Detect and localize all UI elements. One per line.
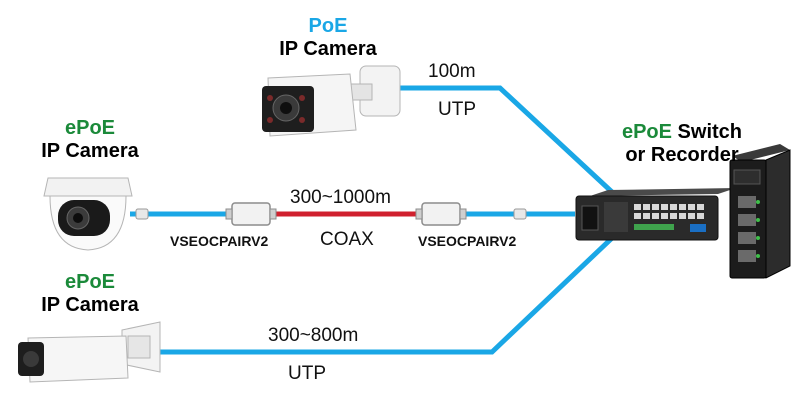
camera-name: IP Camera (41, 140, 139, 162)
camera-title-epoe-dome: ePoE IP Camera (30, 118, 150, 161)
recorder-icon (575, 188, 736, 241)
switch-label-line2: or Recorder (625, 144, 739, 166)
link-medium-top: UTP (438, 99, 476, 120)
switch-prefix: ePoE (621, 121, 672, 143)
camera-name: IP Camera (41, 294, 139, 316)
switch-title: ePoE Switch or Recorder (598, 122, 766, 165)
rj45-plug-icon (135, 208, 149, 220)
camera-prefix: ePoE (64, 117, 116, 139)
camera-prefix: PoE (308, 15, 348, 37)
din-switch-icon (729, 144, 791, 279)
switch-label: Switch (672, 121, 743, 143)
bullet-camera-icon (262, 65, 401, 137)
adapter-label-left: VSEOCPAIRV2 (170, 233, 269, 249)
camera-title-poe: PoE IP Camera (268, 16, 388, 59)
camera-title-epoe-bullet: ePoE IP Camera (30, 272, 150, 315)
dome-camera-icon (43, 177, 133, 251)
link-distance-coax: 300~1000m (290, 187, 391, 208)
ethernet-over-coax-adapter-left (225, 202, 277, 226)
adapter-label-right: VSEOCPAIRV2 (418, 233, 517, 249)
bullet-camera-icon (18, 321, 161, 383)
ethernet-over-coax-adapter-right (415, 202, 467, 226)
camera-name: IP Camera (279, 38, 377, 60)
link-distance-bottom: 300~800m (268, 325, 359, 346)
link-medium-coax: COAX (320, 229, 374, 250)
utp-cable-bottom (155, 236, 614, 355)
link-distance-top: 100m (428, 61, 476, 82)
utp-cable-top (398, 85, 614, 194)
rj45-plug-icon (513, 208, 527, 220)
camera-prefix: ePoE (64, 271, 116, 293)
link-medium-bottom: UTP (288, 363, 326, 384)
